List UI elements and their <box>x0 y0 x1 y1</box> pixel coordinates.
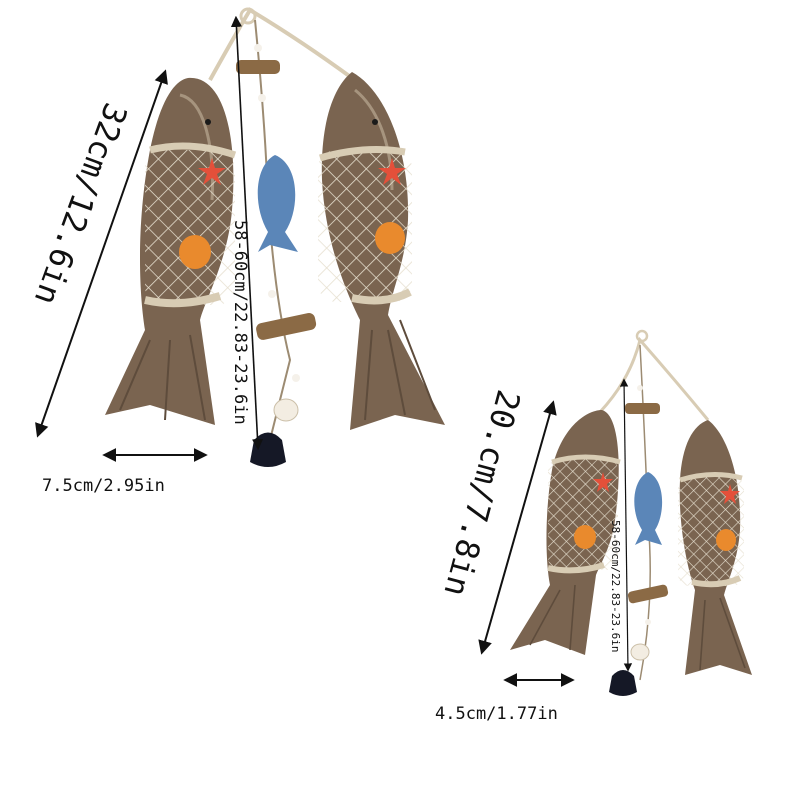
starfish-icon <box>720 484 740 504</box>
driftwood-stick <box>256 313 317 340</box>
small-center-string <box>609 344 669 696</box>
small-length-arrow <box>478 400 557 655</box>
bell-icon <box>609 670 637 696</box>
small-set <box>478 329 752 696</box>
small-hanging-label: 58-60cm/22.83-23.6in <box>609 520 622 653</box>
starfish-icon <box>198 158 226 185</box>
large-hanging-arrow <box>230 15 264 451</box>
large-right-fish <box>318 72 445 430</box>
large-set <box>35 7 445 467</box>
large-hanging-rope <box>208 7 354 81</box>
driftwood-stick <box>627 584 669 604</box>
driftwood-stick <box>625 403 660 414</box>
large-length-arrow <box>35 69 168 438</box>
small-width-label: 4.5cm/1.77in <box>435 704 558 724</box>
small-hanging-loop <box>635 329 649 343</box>
large-width-label: 7.5cm/2.95in <box>42 476 165 496</box>
shell-icon <box>630 643 650 661</box>
small-left-fish <box>510 410 621 655</box>
small-right-fish <box>678 420 752 675</box>
large-hanging-label: 58-60cm/22.83-23.6in <box>230 220 250 425</box>
shell-icon <box>716 529 736 551</box>
blue-fish-icon <box>257 155 298 252</box>
shell-icon <box>273 398 299 422</box>
blue-fish-icon <box>634 472 663 545</box>
starfish-icon <box>593 472 613 492</box>
bell-icon <box>250 432 286 467</box>
shell-icon <box>574 525 596 549</box>
small-hanging-arrow <box>619 378 633 672</box>
starfish-icon <box>378 158 406 185</box>
shell-icon <box>375 222 405 254</box>
driftwood-stick <box>236 60 280 74</box>
shell-icon <box>179 235 211 269</box>
